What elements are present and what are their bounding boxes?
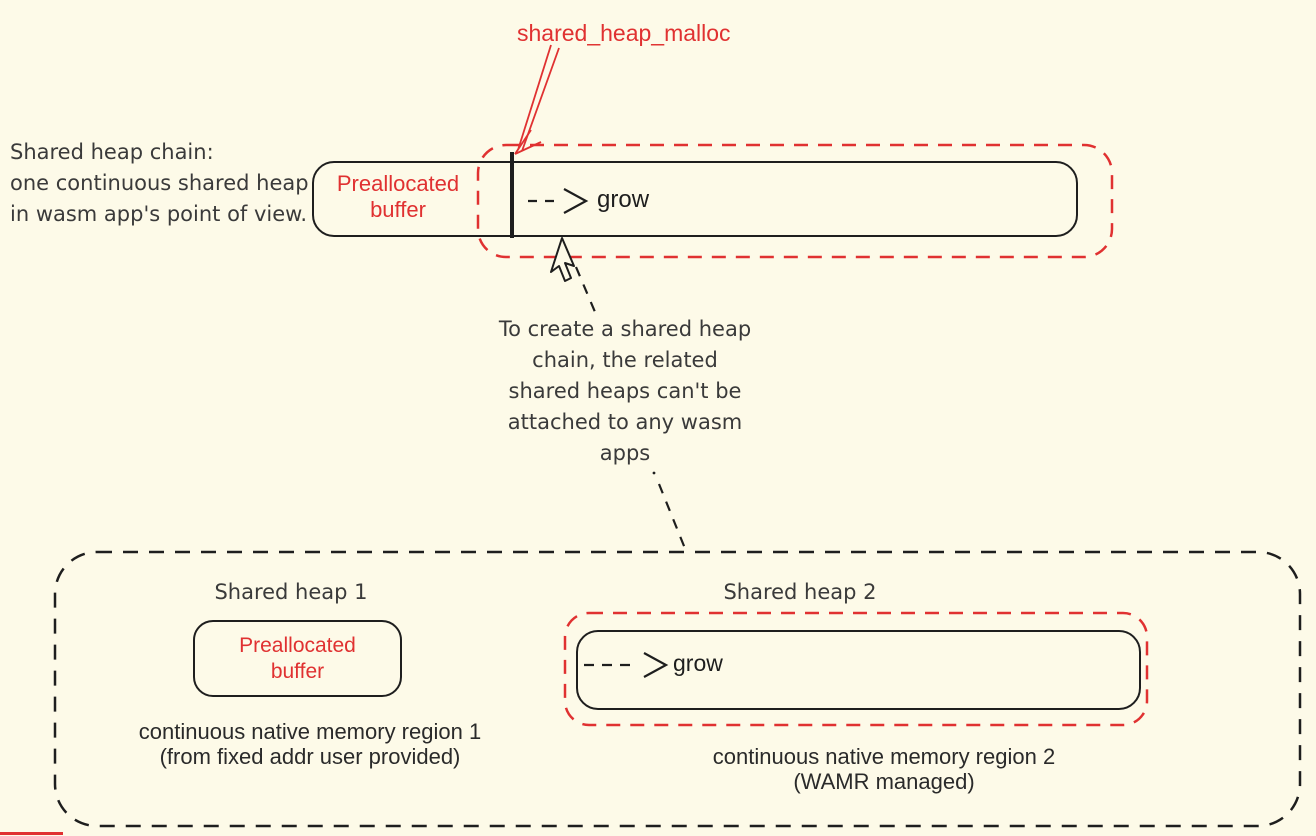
heap2-growable-box <box>576 630 1141 710</box>
heap1-caption-line: (from fixed addr user provided) <box>159 744 461 769</box>
connector-note: To create a shared heap chain, the relat… <box>496 314 754 469</box>
preallocated-buffer-line: Preallocated <box>239 634 356 657</box>
connector-dashed-line-top <box>574 266 597 313</box>
heap2-caption: continuous native memory region 2 (WAMR … <box>684 744 1084 794</box>
red-edge-fragment <box>0 832 63 835</box>
connector-dashed-line-bottom <box>657 483 688 552</box>
grow-label-top: grow <box>597 186 650 213</box>
connector-note-line: chain, the related <box>532 348 718 372</box>
heap2-caption-line: continuous native memory region 2 <box>712 744 1056 769</box>
heap1-caption: continuous native memory region 1 (from … <box>110 719 510 769</box>
connector-note-line: shared heaps can't be <box>508 379 742 403</box>
shared-heap1-title: Shared heap 1 <box>214 580 368 604</box>
shared-heap2-title: Shared heap 2 <box>723 580 877 604</box>
preallocated-buffer-label-bottom: Preallocated buffer <box>195 633 400 685</box>
heap1-preallocated-box: Preallocated buffer <box>193 620 402 697</box>
chain-note-line: one continuous shared heap <box>10 171 309 195</box>
malloc-arrow-icon <box>514 44 560 155</box>
cursor-arrow-icon <box>550 237 575 282</box>
preallocated-buffer-line: buffer <box>370 197 426 222</box>
chain-note-line: Shared heap chain: <box>10 140 214 164</box>
malloc-divider <box>510 152 514 238</box>
heap1-caption-line: continuous native memory region 1 <box>138 719 482 744</box>
connector-note-line: To create a shared heap <box>498 317 752 341</box>
preallocated-buffer-line: buffer <box>270 660 325 683</box>
heap2-caption-line: (WAMR managed) <box>793 769 975 794</box>
chain-note: Shared heap chain: one continuous shared… <box>10 137 309 230</box>
preallocated-buffer-line: Preallocated <box>336 171 460 196</box>
shared-heap-malloc-label: shared_heap_malloc <box>517 20 731 46</box>
connector-note-line: apps <box>599 441 651 465</box>
chain-note-line: in wasm app's point of view. <box>10 202 308 226</box>
connector-note-line: attached to any wasm <box>507 410 743 434</box>
connector-dot <box>652 471 656 475</box>
preallocated-buffer-label-top: Preallocated buffer <box>314 171 482 223</box>
